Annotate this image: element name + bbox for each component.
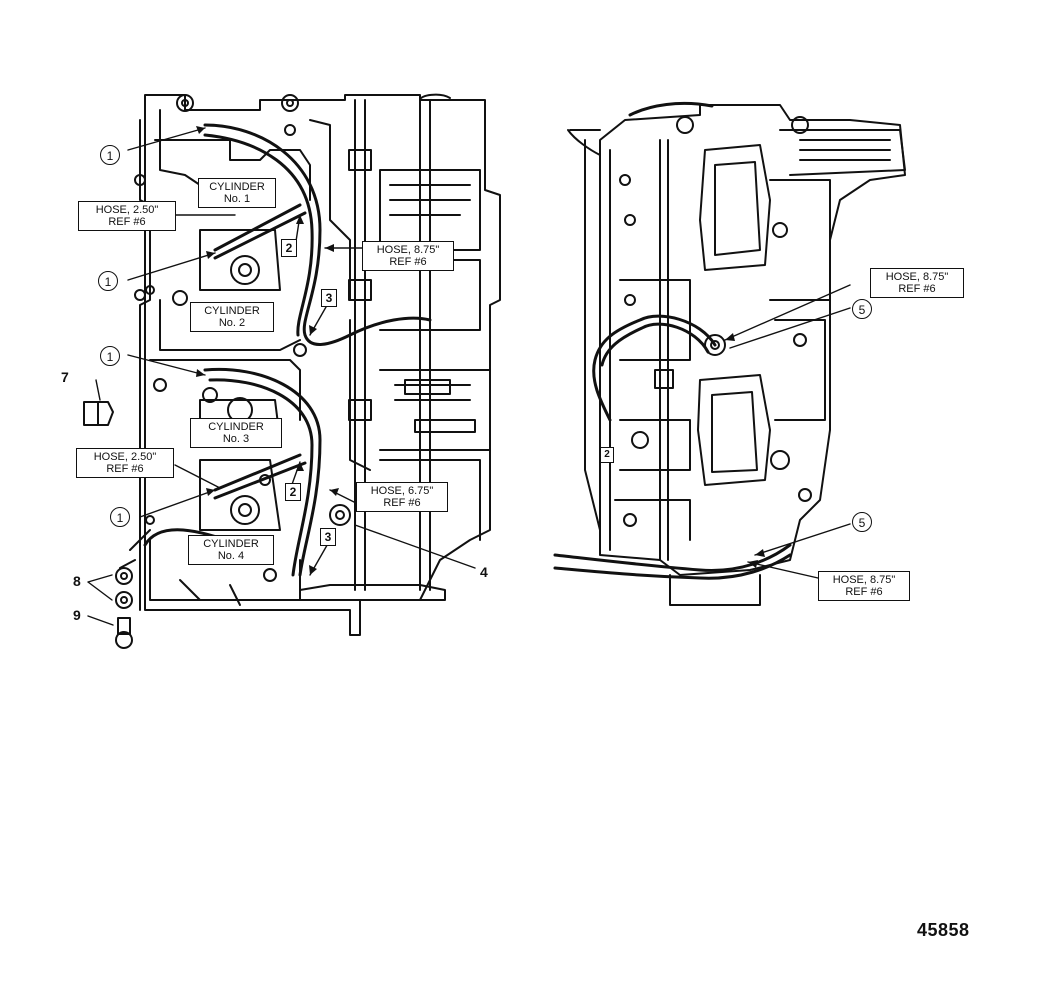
callout-3-b: 3	[320, 528, 336, 546]
right-leader-lines	[724, 284, 851, 579]
left-small-parts	[83, 401, 151, 649]
hose-label-2-50-upper: HOSE, 2.50" REF #6	[78, 201, 176, 231]
callout-8: 8	[73, 573, 81, 589]
right-engine-block	[567, 104, 906, 606]
callout-1-c: 1	[100, 346, 120, 366]
left-hoses	[143, 123, 432, 577]
cylinder-label-1: CYLINDER No. 1	[198, 178, 276, 208]
callout-4: 4	[480, 564, 488, 580]
cylinder-label-2: CYLINDER No. 2	[190, 302, 274, 332]
hose-label-6-75: HOSE, 6.75" REF #6	[356, 482, 448, 512]
callout-5-a: 5	[852, 299, 872, 319]
arrowheads	[196, 126, 765, 575]
callout-1-b: 1	[98, 271, 118, 291]
callout-7: 7	[61, 369, 69, 385]
callout-5-b: 5	[852, 512, 872, 532]
right-hoses	[553, 101, 792, 580]
hose-label-8-75-right-upper: HOSE, 8.75" REF #6	[870, 268, 964, 298]
callout-2-b: 2	[285, 483, 301, 501]
callout-2-a: 2	[281, 239, 297, 257]
callout-9: 9	[73, 607, 81, 623]
cylinder-label-3: CYLINDER No. 3	[190, 418, 282, 448]
hose-label-8-75-left: HOSE, 8.75" REF #6	[362, 241, 454, 271]
callout-2-right: 2	[600, 447, 614, 463]
callout-1-d: 1	[110, 507, 130, 527]
hose-label-8-75-right-lower: HOSE, 8.75" REF #6	[818, 571, 910, 601]
hose-label-2-50-lower: HOSE, 2.50" REF #6	[76, 448, 174, 478]
left-leader-lines	[87, 127, 476, 626]
cylinder-label-4: CYLINDER No. 4	[188, 535, 274, 565]
figure-number: 45858	[917, 920, 970, 940]
callout-3-a: 3	[321, 289, 337, 307]
callout-1-a: 1	[100, 145, 120, 165]
